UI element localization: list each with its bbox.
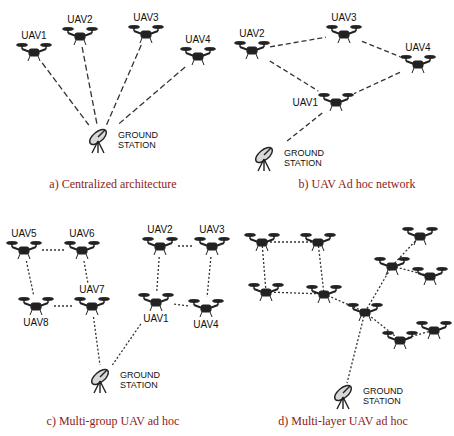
ground-station-node: GROUND STATION bbox=[85, 125, 158, 155]
uav-label: UAV3 bbox=[331, 12, 356, 23]
drone-icon bbox=[180, 45, 216, 67]
uav-label: UAV1 bbox=[143, 313, 168, 324]
link-line bbox=[54, 305, 74, 306]
uav-label: UAV6 bbox=[69, 228, 94, 239]
panel-caption: a) Centralized architecture bbox=[49, 177, 176, 192]
uav-node: UAV2 bbox=[142, 224, 178, 257]
panel-caption: d) Multi-layer UAV ad hoc bbox=[278, 414, 408, 429]
drone-icon bbox=[142, 235, 178, 257]
link-line bbox=[42, 63, 89, 125]
station-label: GROUND STATION bbox=[363, 386, 403, 406]
drone-icon bbox=[6, 239, 42, 261]
dish-icon bbox=[85, 125, 115, 155]
drone-icon bbox=[400, 53, 436, 75]
link-line bbox=[26, 261, 33, 295]
uav-node: UAV2 bbox=[62, 14, 98, 47]
drone-icon bbox=[188, 297, 224, 319]
link-line bbox=[112, 324, 140, 365]
uav-node: UAV5 bbox=[6, 228, 42, 261]
drone-icon bbox=[318, 91, 354, 113]
uav-label: UAV7 bbox=[79, 284, 104, 295]
link-line bbox=[84, 261, 88, 284]
station-label: GROUND STATION bbox=[284, 148, 324, 168]
uav-node: UAV2 bbox=[234, 28, 270, 61]
uav-label: UAV4 bbox=[185, 34, 210, 45]
ground-station-node: GROUND STATION bbox=[330, 381, 403, 411]
uav-node: UAV4 bbox=[180, 34, 216, 67]
ground-station-node: GROUND STATION bbox=[251, 143, 324, 173]
drone-icon bbox=[62, 25, 98, 47]
uav-node: UAV1 bbox=[16, 30, 52, 63]
drone-icon bbox=[74, 295, 110, 317]
uav-node: UAV4 bbox=[400, 42, 436, 75]
uav-node: UAV1 bbox=[293, 91, 354, 113]
uav-label: UAV8 bbox=[23, 317, 48, 328]
link-line bbox=[270, 61, 318, 91]
uav-label: UAV2 bbox=[67, 14, 92, 25]
link-line bbox=[174, 304, 188, 306]
drone-icon bbox=[234, 39, 270, 61]
uav-node: UAV3 bbox=[194, 224, 230, 257]
uav-node: UAV6 bbox=[64, 228, 100, 261]
dish-icon bbox=[87, 365, 117, 395]
link-line bbox=[157, 257, 159, 291]
uav-node: UAV7 bbox=[74, 284, 110, 317]
link-line bbox=[42, 249, 64, 250]
link-line bbox=[354, 72, 400, 93]
station-label: GROUND STATION bbox=[120, 370, 160, 390]
uav-label: UAV1 bbox=[293, 97, 318, 108]
panel-caption: c) Multi-group UAV ad hoc bbox=[47, 414, 180, 429]
ground-station-node: GROUND STATION bbox=[87, 365, 160, 395]
uav-node: UAV3 bbox=[326, 12, 362, 45]
uav-label: UAV4 bbox=[405, 42, 430, 53]
drone-icon bbox=[128, 23, 164, 45]
drone-icon bbox=[138, 291, 174, 313]
uav-node: UAV4 bbox=[188, 297, 224, 330]
link-line bbox=[93, 317, 99, 365]
uav-label: UAV5 bbox=[11, 228, 36, 239]
uav-label: UAV3 bbox=[133, 12, 158, 23]
uav-label: UAV1 bbox=[21, 30, 46, 41]
link-line bbox=[107, 45, 142, 125]
link-line bbox=[82, 47, 97, 125]
drone-icon bbox=[16, 41, 52, 63]
link-line bbox=[118, 67, 186, 125]
link-line bbox=[207, 257, 211, 297]
link-line bbox=[285, 113, 323, 143]
link-line bbox=[178, 245, 194, 246]
drone-icon bbox=[326, 23, 362, 45]
dish-icon bbox=[251, 143, 281, 173]
uav-label: UAV2 bbox=[147, 224, 172, 235]
drone-icon bbox=[18, 295, 54, 317]
uav-label: UAV4 bbox=[193, 319, 218, 330]
uav-label: UAV3 bbox=[199, 224, 224, 235]
link-line bbox=[362, 41, 400, 56]
uav-label: UAV2 bbox=[239, 28, 264, 39]
uav-node: UAV1 bbox=[138, 291, 174, 324]
panel-caption: b) UAV Ad hoc network bbox=[299, 177, 416, 192]
dish-icon bbox=[330, 381, 360, 411]
drone-icon bbox=[64, 239, 100, 261]
uav-node: UAV3 bbox=[128, 12, 164, 45]
link-line bbox=[270, 37, 326, 47]
uav-node: UAV8 bbox=[18, 295, 54, 328]
station-label: GROUND STATION bbox=[118, 130, 158, 150]
drone-icon bbox=[194, 235, 230, 257]
